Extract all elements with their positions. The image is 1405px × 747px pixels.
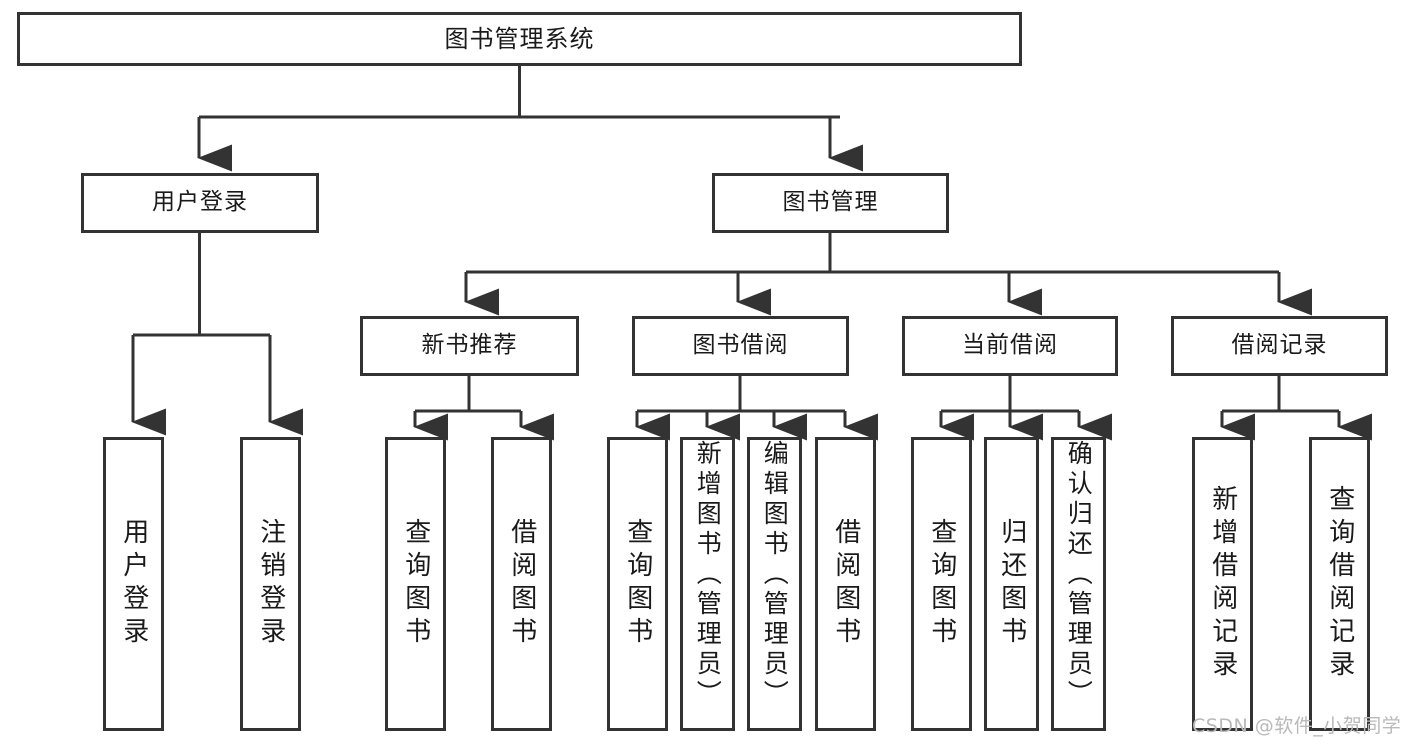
node-borrow-record[interactable]: 借阅记录 [1171, 316, 1388, 376]
node-label: 查询借阅记录 [1324, 485, 1355, 683]
node-new-book-recommend[interactable]: 新书推荐 [360, 316, 579, 376]
node-user-login[interactable]: 用户登录 [81, 173, 319, 233]
leaf-borrow-record-add[interactable]: 新增借阅记录 [1192, 437, 1253, 731]
node-label: 借阅记录 [1231, 332, 1328, 359]
node-label: 新增图书（管理员） [693, 440, 723, 710]
leaf-user-login-login[interactable]: 用户登录 [103, 437, 164, 731]
node-label: 归还图书 [996, 518, 1027, 650]
node-label: 查询图书 [400, 518, 431, 650]
leaf-current-borrow-confirm-return[interactable]: 确认归还（管理员） [1051, 437, 1106, 731]
leaf-new-book-query[interactable]: 查询图书 [385, 437, 446, 731]
node-label: 注销登录 [255, 518, 286, 650]
leaf-book-borrow-query[interactable]: 查询图书 [607, 437, 668, 731]
leaf-borrow-record-query[interactable]: 查询借阅记录 [1309, 437, 1370, 731]
node-label: 借阅图书 [506, 518, 537, 650]
node-label: 编辑图书（管理员） [760, 440, 790, 710]
leaf-current-borrow-return[interactable]: 归还图书 [984, 437, 1039, 731]
leaf-book-borrow-borrow[interactable]: 借阅图书 [815, 437, 876, 731]
node-label: 图书借阅 [692, 332, 789, 359]
node-book-management[interactable]: 图书管理 [712, 173, 949, 233]
node-label: 当前借阅 [962, 332, 1058, 359]
leaf-user-login-logout[interactable]: 注销登录 [240, 437, 301, 731]
node-label: 查询图书 [926, 518, 957, 650]
node-label: 图书管理系统 [444, 24, 595, 53]
node-label: 借阅图书 [830, 518, 861, 650]
node-label: 新书推荐 [421, 332, 518, 359]
node-label: 图书管理 [782, 189, 879, 216]
node-book-borrow[interactable]: 图书借阅 [632, 316, 849, 376]
leaf-book-borrow-edit[interactable]: 编辑图书（管理员） [747, 437, 802, 731]
node-current-borrow[interactable]: 当前借阅 [902, 316, 1118, 376]
node-label: 用户登录 [152, 189, 248, 216]
watermark-text: CSDN @软件_小贺同学 [1192, 715, 1402, 737]
leaf-current-borrow-query[interactable]: 查询图书 [911, 437, 972, 731]
node-label: 新增借阅记录 [1207, 485, 1238, 683]
node-label: 确认归还（管理员） [1064, 440, 1094, 710]
node-root-system[interactable]: 图书管理系统 [17, 12, 1022, 66]
node-label: 用户登录 [118, 518, 149, 650]
node-label: 查询图书 [622, 518, 653, 650]
leaf-book-borrow-add[interactable]: 新增图书（管理员） [680, 437, 735, 731]
leaf-new-book-borrow[interactable]: 借阅图书 [491, 437, 552, 731]
